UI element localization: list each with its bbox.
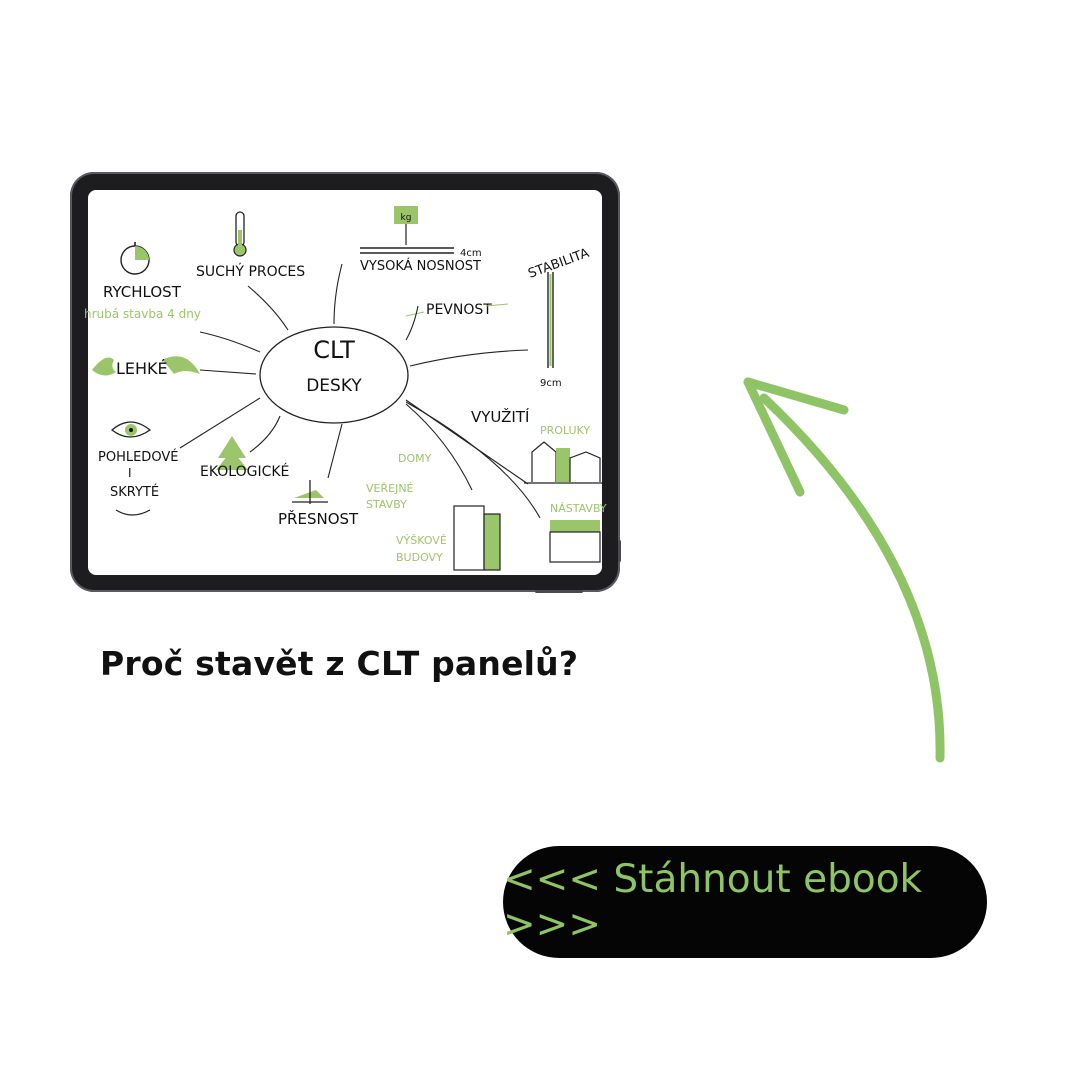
connector-arrows <box>179 263 541 519</box>
center-ellipse <box>259 326 409 424</box>
label-kg: kg <box>401 213 412 223</box>
pevnost-arrows-icon <box>405 303 509 317</box>
label-presnost: PŘESNOST <box>278 509 359 528</box>
stopwatch-icon <box>120 242 150 275</box>
label-proluky: PROLUKY <box>540 424 590 437</box>
highrise-building-icon <box>453 505 501 571</box>
proluky-buildings-icon <box>524 441 602 484</box>
thermometer-icon <box>233 211 247 257</box>
tablet-side-button <box>618 540 621 562</box>
label-budovy: BUDOVY <box>396 551 443 564</box>
tablet-bottom-button <box>535 590 583 593</box>
label-stavby: STAVBY <box>366 498 407 511</box>
wing-icon <box>92 356 200 376</box>
center-label-2: DESKY <box>306 376 362 396</box>
label-skryte: SKRYTÉ <box>110 484 159 500</box>
mindmap-illustration: CLT DESKY RYCHLOST hrubá stavba 4 dny SU… <box>84 206 607 571</box>
precision-icon <box>292 480 328 504</box>
tablet-screen: CLT DESKY RYCHLOST hrubá stavba 4 dny SU… <box>84 190 607 575</box>
label-rychlost-sub: hrubá stavba 4 dny <box>84 307 201 321</box>
label-domy: DOMY <box>398 452 432 465</box>
label-rychlost: RYCHLOST <box>103 283 182 301</box>
page-title: Proč stavět z CLT panelů? <box>100 644 579 683</box>
label-vyuziti: VYUŽITÍ <box>471 407 529 426</box>
label-nastavby: NÁSTAVBY <box>550 502 607 515</box>
label-stabilita-dim: 9cm <box>540 378 562 389</box>
label-nosnost-dim: 4cm <box>460 248 482 259</box>
download-ebook-button[interactable]: <<< Stáhnout ebook >>> <box>503 846 987 958</box>
label-ekologicke: EKOLOGICKÉ <box>200 463 289 480</box>
stabilita-beam-icon <box>547 272 554 368</box>
label-vysoka-nosnost: VYSOKÁ NOSNOST <box>360 258 481 274</box>
label-stabilita: STABILITA <box>526 246 591 282</box>
curved-arrow-icon <box>743 377 945 763</box>
label-pohledove-i: I <box>128 466 132 480</box>
tree-icon <box>216 436 248 470</box>
nastavby-building-icon <box>549 520 601 563</box>
weight-icon <box>360 206 454 254</box>
label-pevnost: PEVNOST <box>426 302 492 318</box>
closed-eye-icon <box>115 509 151 516</box>
label-lehke: LEHKÉ <box>116 359 168 378</box>
eye-icon <box>110 421 152 438</box>
label-verejne: VEŘEJNÉ <box>366 482 414 495</box>
label-pohledove: POHLEDOVÉ <box>98 449 178 465</box>
label-vyskove: VÝŠKOVÉ <box>396 534 447 547</box>
center-label-1: CLT <box>313 336 355 364</box>
label-suchy-proces: SUCHÝ PROCES <box>196 263 305 280</box>
